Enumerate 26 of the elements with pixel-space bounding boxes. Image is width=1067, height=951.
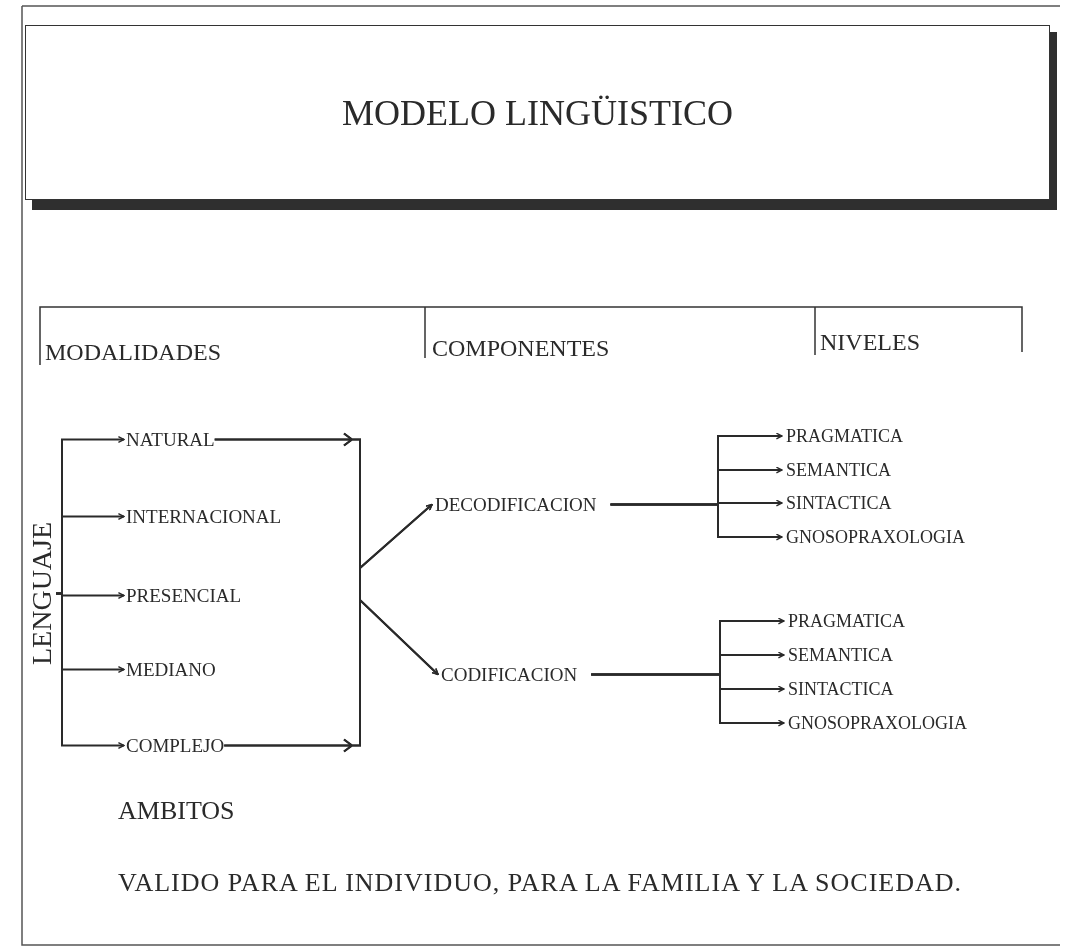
node-label: COMPLEJO: [126, 736, 225, 755]
node-label: CODIFICACION: [441, 665, 578, 684]
node-label: SEMANTICA: [786, 461, 891, 479]
arrow: [223, 597, 439, 753]
node-label: DECODIFICACION: [435, 495, 597, 514]
node-label: NATURAL: [126, 430, 215, 449]
node-label: GNOSOPRAXOLOGIA: [786, 528, 965, 546]
title-box: MODELO LINGÜISTICO: [25, 25, 1050, 200]
section-heading: AMBITOS: [118, 798, 235, 824]
node-label: SINTACTICA: [788, 680, 894, 698]
node-label: SINTACTICA: [786, 494, 892, 512]
arrow: [609, 503, 783, 541]
node-label: INTERNACIONAL: [126, 507, 350, 526]
node-label: GNOSOPRAXOLOGIA: [788, 714, 967, 732]
node-label: MEDIANO: [126, 660, 216, 679]
vertical-label: LENGUAJE: [28, 521, 56, 665]
column-heading: NIVELES: [820, 330, 920, 354]
node-label: SEMANTICA: [788, 646, 893, 664]
node-label: PRESENCIAL: [126, 586, 242, 605]
note-text: VALIDO PARA EL INDIVIDUO, PARA LA FAMILIA Y LA SOCIEDAD.: [118, 867, 963, 899]
column-heading: COMPONENTES: [432, 336, 610, 360]
node-label: PRAGMATICA: [786, 427, 904, 445]
arrow: [55, 592, 125, 749]
column-heading: MODALIDADES: [45, 340, 221, 364]
arrow: [590, 673, 785, 727]
node-label: PRAGMATICA: [788, 612, 906, 630]
